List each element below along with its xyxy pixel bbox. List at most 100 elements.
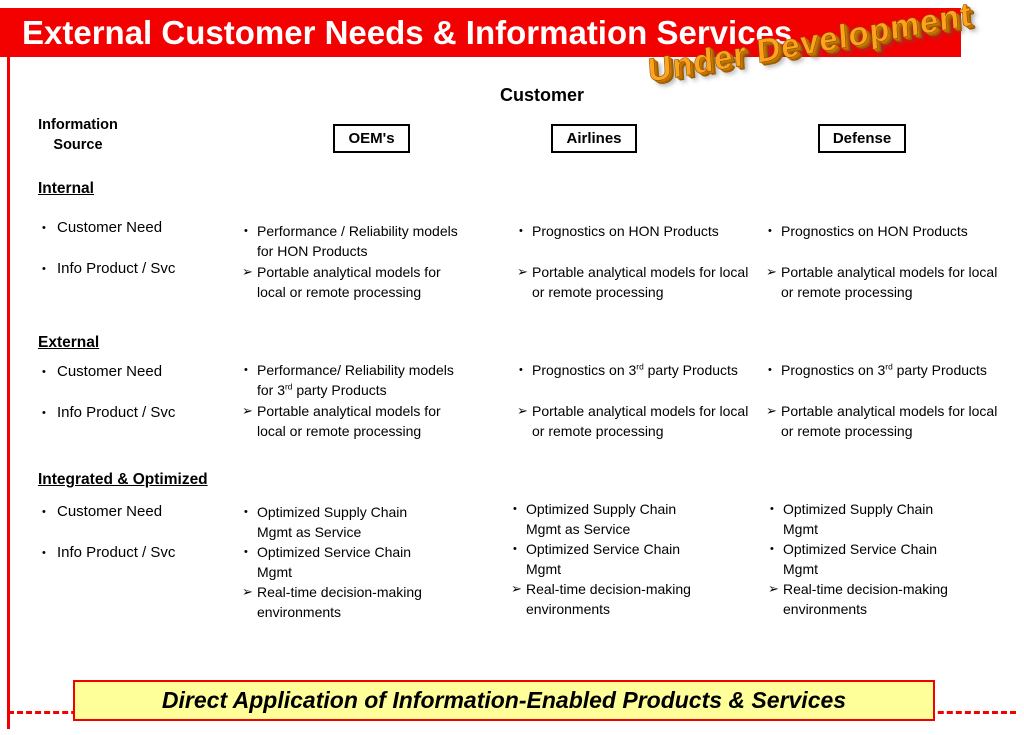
bullet-text: Optimized Supply Chain Mgmt — [783, 501, 934, 537]
bullet-item: •Optimized Service Chain Mgmt — [511, 539, 711, 579]
row-label-text: Customer Need — [57, 363, 163, 380]
arrow-bullet-icon: ➢ — [768, 581, 779, 596]
bullet-text: Real-time decision-making environments — [257, 584, 422, 620]
matrix-cell-integrated-airlines: • Optimized Supply Chain Mgmt as Service•… — [511, 499, 711, 619]
row-label-text: Info Product / Svc — [57, 544, 176, 561]
matrix-cell-internal-airlines: • Prognostics on HON Products ➢ Portable an… — [517, 221, 757, 302]
bullet-text: Prognostics on HON Products — [532, 223, 719, 239]
bullet-text: Optimized Service Chain Mgmt — [526, 541, 681, 577]
row-label-text: Info Product / Svc — [57, 260, 176, 277]
bullet-item: ➢ Real-time decision-making environments — [768, 579, 968, 619]
bullet-item: ➢ Portable analytical models for local or… — [517, 401, 757, 441]
bullet-text: Prognostics on 3rd party Products — [781, 361, 987, 378]
matrix-cell-integrated-defense: • Optimized Supply Chain Mgmt • Optimized S… — [768, 499, 968, 619]
title-banner: External Customer Needs & Information Se… — [0, 8, 961, 57]
column-header-oems: OEM's — [333, 124, 410, 153]
bullet-item: • Optimized Supply Chain Mgmt as Service — [511, 499, 711, 539]
arrow-bullet-icon: ➢ — [511, 581, 522, 596]
section-title-external: External — [38, 334, 100, 351]
dot-bullet-icon: • — [768, 364, 772, 376]
bullet-text: Real-time decision-making environments — [783, 581, 948, 617]
dot-bullet-icon: • — [244, 364, 248, 376]
bullet-text: Prognostics on 3rd party Products — [532, 361, 738, 378]
information-source-line1: Information — [38, 117, 118, 133]
bullet-text: Optimized Service Chain Mgmt — [257, 544, 412, 580]
footer-banner: Direct Application of Information-Enable… — [73, 680, 935, 721]
bullet-item: ➢ Real-time decision-making environments — [242, 582, 437, 622]
dot-bullet-icon: • — [244, 225, 248, 237]
row-label-external-info-product-svc: • Info Product / Svc — [42, 403, 232, 423]
row-label-integrated-info-product-svc: • Info Product / Svc — [42, 543, 232, 563]
column-header-defense: Defense — [818, 124, 906, 153]
bullet-text: Real-time decision-making environments — [526, 581, 691, 617]
matrix-cell-external-airlines: • Prognostics on 3rd party Products ➢ Porta… — [517, 360, 757, 441]
row-label-internal-info-product-svc: • Info Product / Svc — [42, 259, 232, 279]
arrow-bullet-icon: ➢ — [766, 264, 777, 279]
bullet-item: • Prognostics on HON Products — [766, 221, 1011, 262]
row-label-text: Customer Need — [57, 219, 163, 236]
bullet-text: Optimized Supply Chain Mgmt as Service — [526, 501, 677, 537]
matrix-cell-internal-defense: • Prognostics on HON Products ➢ Portable an… — [766, 221, 1011, 302]
bullet-item: • Performance/ Reliability models for 3rd… — [242, 360, 464, 401]
dot-bullet-icon: • — [770, 543, 774, 555]
dot-bullet-icon: • — [770, 503, 774, 515]
row-label-internal-customer-need: • Customer Need — [42, 218, 232, 238]
bullet-item: ➢ Portable analytical models for local or… — [766, 401, 1011, 441]
dot-bullet-icon: • — [519, 225, 523, 237]
dot-bullet-icon: • — [42, 263, 46, 275]
arrow-bullet-icon: ➢ — [242, 264, 253, 279]
dot-bullet-icon: • — [42, 407, 46, 419]
dot-bullet-icon: • — [244, 506, 248, 518]
bullet-item: • Optimized Supply Chain Mgmt — [768, 499, 968, 539]
matrix-cell-external-oems: • Performance/ Reliability models for 3rd… — [242, 360, 464, 441]
bullet-item: ➢ Portable analytical models for local or… — [517, 262, 757, 302]
section-title-integrated-optimized: Integrated & Optimized — [38, 471, 208, 488]
bullet-item: • Prognostics on 3rd party Products — [766, 360, 1011, 401]
bullet-text: Performance / Reliability models for HON… — [257, 223, 458, 259]
section-title-internal: Internal — [38, 180, 94, 197]
dot-bullet-icon: • — [513, 503, 517, 515]
arrow-bullet-icon: ➢ — [242, 584, 253, 599]
row-label-integrated-customer-need: • Customer Need — [42, 502, 232, 522]
bullet-text: Portable analytical models for local or … — [532, 403, 749, 439]
bullet-item: • Prognostics on 3rd party Products — [517, 360, 757, 401]
bullet-text: Portable analytical models for local or … — [532, 264, 749, 300]
bullet-text: Optimized Supply Chain Mgmt as Service — [257, 504, 408, 540]
dot-bullet-icon: • — [519, 364, 523, 376]
arrow-bullet-icon: ➢ — [517, 264, 528, 279]
arrow-bullet-icon: ➢ — [517, 403, 528, 418]
dot-bullet-icon: • — [42, 506, 46, 518]
row-label-external-customer-need: • Customer Need — [42, 362, 232, 382]
dot-bullet-icon: • — [768, 225, 772, 237]
bullet-item: • Prognostics on HON Products — [517, 221, 757, 262]
arrow-bullet-icon: ➢ — [766, 403, 777, 418]
bullet-item: ➢ Portable analytical models for local or… — [242, 262, 464, 302]
dot-bullet-icon: • — [42, 366, 46, 378]
customer-header: Customer — [499, 85, 584, 105]
footer-text: Direct Application of Information-Enable… — [161, 687, 847, 713]
dot-bullet-icon: • — [42, 547, 46, 559]
bullet-text: Portable analytical models for local or … — [257, 403, 441, 439]
bullet-text: Portable analytical models for local or … — [781, 264, 998, 300]
bullet-text: Prognostics on HON Products — [781, 223, 968, 239]
bullet-item: • Performance / Reliability models for HO… — [242, 221, 464, 262]
information-source-label: Information Source — [14, 115, 142, 155]
bullet-text: Optimized Service Chain Mgmt — [783, 541, 938, 577]
column-header-airlines: Airlines — [551, 124, 637, 153]
matrix-cell-external-defense: • Prognostics on 3rd party Products ➢ Porta… — [766, 360, 1011, 441]
bullet-item: ➢ Real-time decision-making environments — [511, 579, 711, 619]
bullet-item: • Optimized Service Chain Mgmt — [242, 542, 437, 582]
bullet-text: Portable analytical models for local or … — [257, 264, 441, 300]
matrix-cell-integrated-oems: •Optimized Supply Chain Mgmt as Service•… — [242, 502, 437, 622]
matrix-cell-internal-oems: • Performance / Reliability models for HO… — [242, 221, 464, 302]
bullet-item: • Optimized Supply Chain Mgmt as Service — [242, 502, 437, 542]
bullet-item: ➢ Portable analytical models for local or… — [766, 262, 1011, 302]
bullet-item: ➢Portable analytical models for local or… — [242, 401, 464, 441]
dot-bullet-icon: • — [42, 222, 46, 234]
bullet-text: Performance/ Reliability models for 3rd … — [257, 362, 454, 398]
dot-bullet-icon: • — [244, 546, 248, 558]
information-source-line2: Source — [53, 137, 103, 153]
bullet-item: • Optimized Service Chain Mgmt — [768, 539, 968, 579]
bullet-text: Portable analytical models for local or … — [781, 403, 998, 439]
